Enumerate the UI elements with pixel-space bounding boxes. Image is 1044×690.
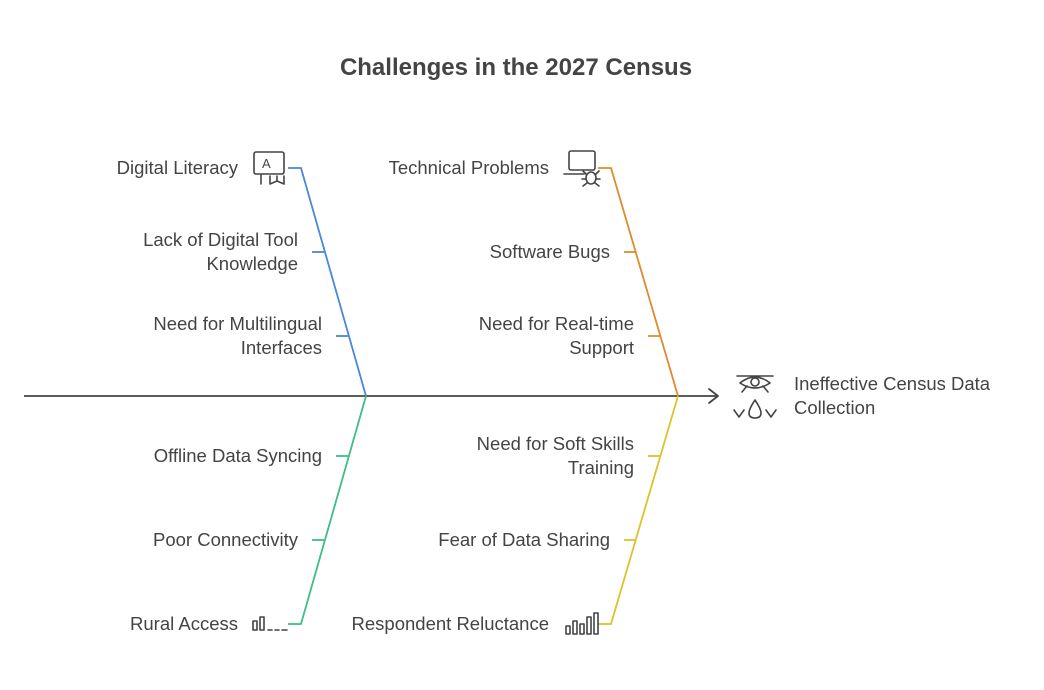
cause-label: Lack of Digital Tool — [143, 229, 298, 250]
cause-label: Training — [568, 457, 634, 478]
laptop-bug-icon — [563, 150, 601, 187]
svg-text:A: A — [262, 156, 271, 171]
eye-tears-icon — [733, 375, 777, 419]
cause-label: Support — [569, 337, 634, 358]
cause-label: Interfaces — [241, 337, 322, 358]
cause-label: Need for Soft Skills — [477, 433, 634, 454]
branch-line-rural — [288, 395, 367, 625]
cause-label: Fear of Data Sharing — [438, 529, 610, 550]
branch-line-respondent — [598, 395, 679, 625]
branch-label-rural: Rural Access — [130, 613, 238, 634]
reading-language-icon: A — [253, 151, 285, 185]
branch-line-digital — [288, 167, 367, 397]
effect-label: Ineffective Census Data — [794, 373, 991, 394]
branch-label-respondent: Respondent Reluctance — [352, 613, 549, 634]
branch-label-digital: Digital Literacy — [117, 157, 239, 178]
cause-label: Poor Connectivity — [153, 529, 299, 550]
diagram-title: Challenges in the 2027 Census — [340, 54, 692, 81]
cause-label: Software Bugs — [490, 241, 610, 262]
branch-line-technical — [598, 167, 679, 397]
cause-label: Need for Real-time — [479, 313, 634, 334]
bar-chart-icon — [565, 612, 599, 635]
weak-signal-icon — [252, 616, 288, 631]
branch-label-technical: Technical Problems — [389, 157, 549, 178]
arrowhead-icon — [708, 388, 719, 404]
effect-label: Collection — [794, 397, 875, 418]
cause-label: Knowledge — [206, 253, 298, 274]
cause-label: Need for Multilingual — [153, 313, 322, 334]
cause-label: Offline Data Syncing — [154, 445, 322, 466]
